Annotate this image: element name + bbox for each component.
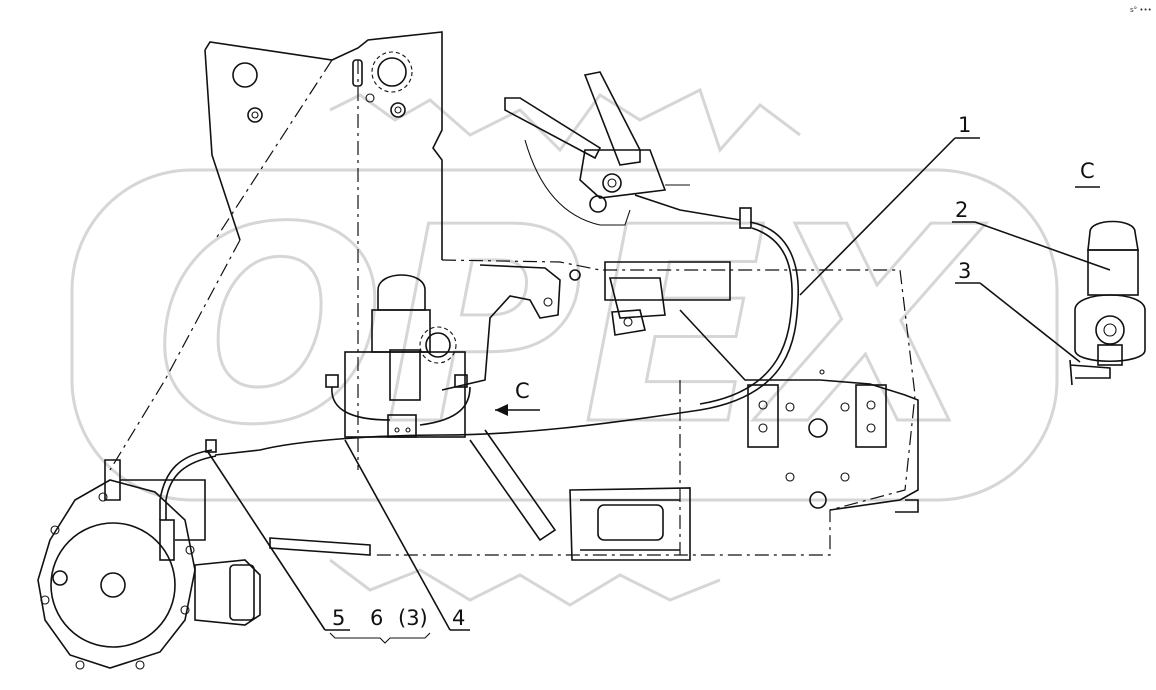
detail-view-c	[1069, 220, 1146, 386]
valve-body	[387, 414, 417, 438]
bolt-head	[247, 107, 263, 123]
brake-drum	[37, 459, 261, 670]
air-lines	[159, 221, 800, 520]
callout-3: 3	[958, 259, 971, 283]
watermark-logo: OPEX	[70, 87, 1059, 607]
drum-face	[50, 522, 176, 648]
callouts: C 1 2 3 4 5 6 (3)	[207, 113, 1111, 644]
callout-5: 5	[332, 606, 345, 630]
brake-pedal	[504, 71, 752, 229]
valve-port	[602, 173, 622, 193]
view-arrow-label: C	[515, 379, 530, 403]
callout-1: 1	[958, 113, 971, 137]
clamp-plate	[352, 59, 363, 87]
callout-6-ref: (3)	[398, 606, 428, 630]
view-c-label: C	[1080, 159, 1095, 183]
frame-bracket	[109, 31, 443, 471]
callout-4: 4	[452, 606, 465, 630]
mounting-hole	[232, 62, 258, 88]
callout-2: 2	[955, 198, 968, 222]
callout-6: 6	[370, 606, 383, 630]
view-arrow-c: C	[495, 379, 540, 416]
brake-valve-assembly	[325, 274, 471, 438]
chassis-plate	[269, 259, 919, 561]
watermark-text: OPEX	[155, 169, 986, 484]
corner-mark: s° •••	[1130, 6, 1152, 14]
bushing	[377, 57, 407, 87]
